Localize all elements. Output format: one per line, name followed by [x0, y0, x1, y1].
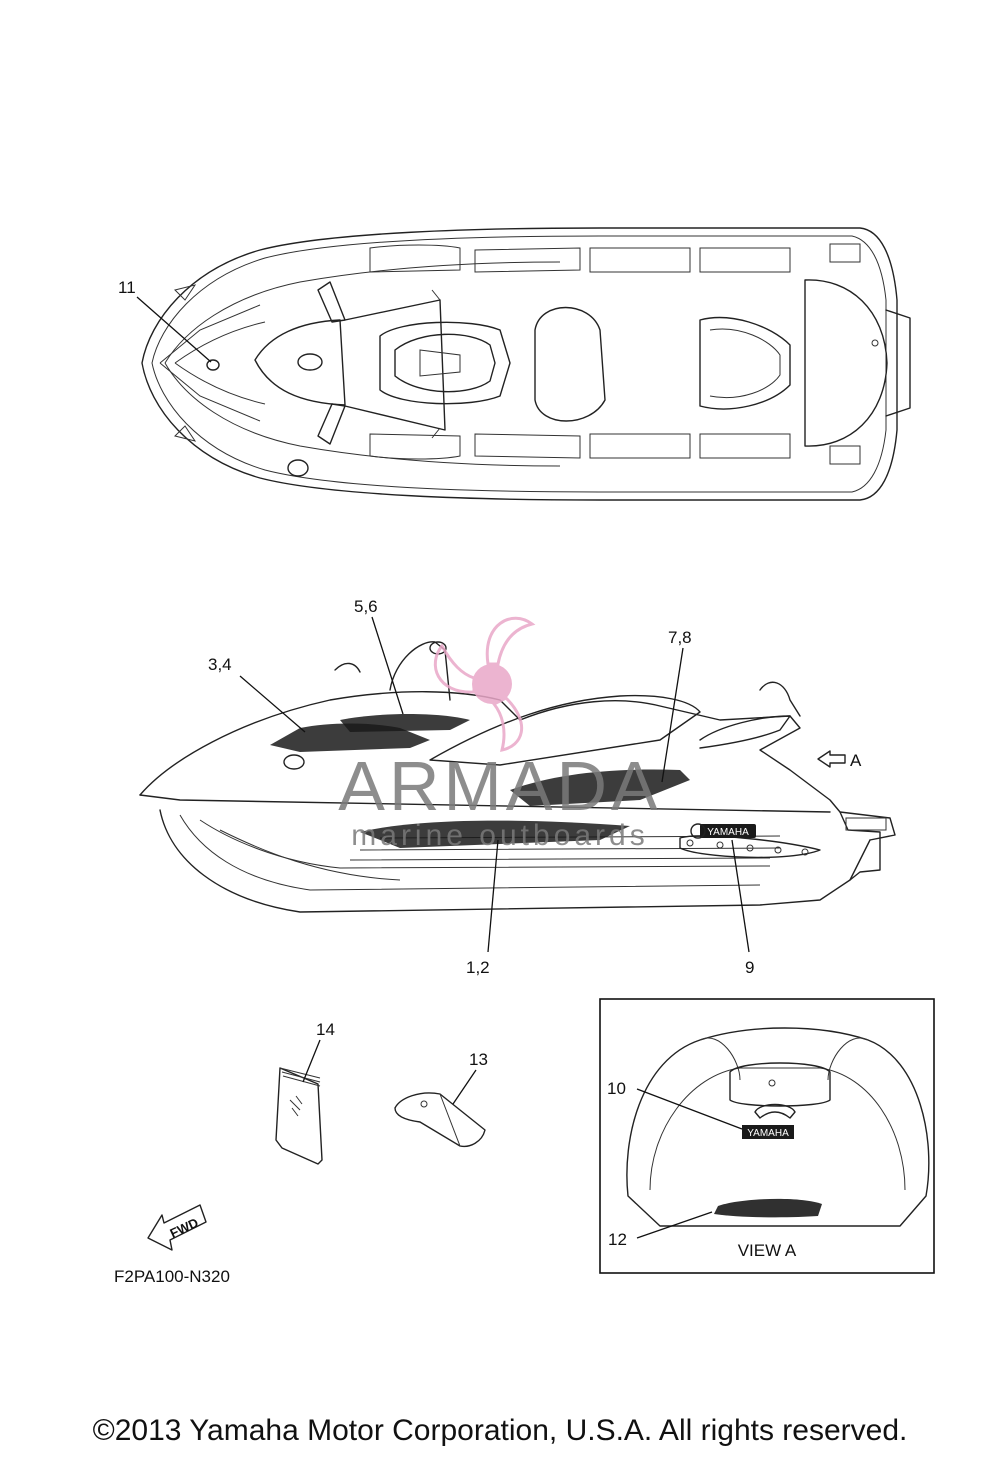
callout-view-a: A [850, 751, 862, 770]
callout-11: 11 [118, 278, 136, 297]
view-a-arrow-icon [817, 750, 846, 768]
callout-3-4: 3,4 [208, 655, 232, 674]
propeller-logo-icon [433, 616, 536, 752]
view-a-box: YAMAHA VIEW A [599, 998, 935, 1274]
part-13-tool-pouch [394, 1092, 486, 1148]
callout-labels: 11 5,6 3,4 7,8 A 1,2 9 14 13 10 12 F2PA1… [114, 278, 862, 1286]
callout-9: 9 [745, 958, 754, 977]
view-a-label: VIEW A [738, 1241, 797, 1260]
diagram-code: F2PA100-N320 [114, 1267, 230, 1286]
watermark-brand: ARMADA [338, 747, 661, 825]
part-14-owner-manual [275, 1067, 323, 1165]
callout-14: 14 [316, 1020, 335, 1039]
yamaha-rear-decal: YAMAHA [747, 1128, 789, 1139]
side-view-watercraft: YAMAHA [139, 641, 896, 913]
copyright-footer: ©2013 Yamaha Motor Corporation, U.S.A. A… [92, 1414, 908, 1447]
callout-1-2: 1,2 [466, 958, 490, 977]
callout-13: 13 [469, 1050, 488, 1069]
callout-10: 10 [607, 1079, 626, 1098]
yamaha-side-decal: YAMAHA [707, 827, 749, 838]
fwd-arrow-icon: FWD [147, 1204, 207, 1251]
callout-7-8: 7,8 [668, 628, 692, 647]
top-view-watercraft [141, 227, 911, 501]
armada-watermark: ARMADA marine outboards [338, 616, 661, 852]
leader-lines [136, 296, 750, 1239]
callout-12: 12 [608, 1230, 627, 1249]
callout-5-6: 5,6 [354, 597, 378, 616]
watermark-tagline: marine outboards [351, 819, 648, 852]
